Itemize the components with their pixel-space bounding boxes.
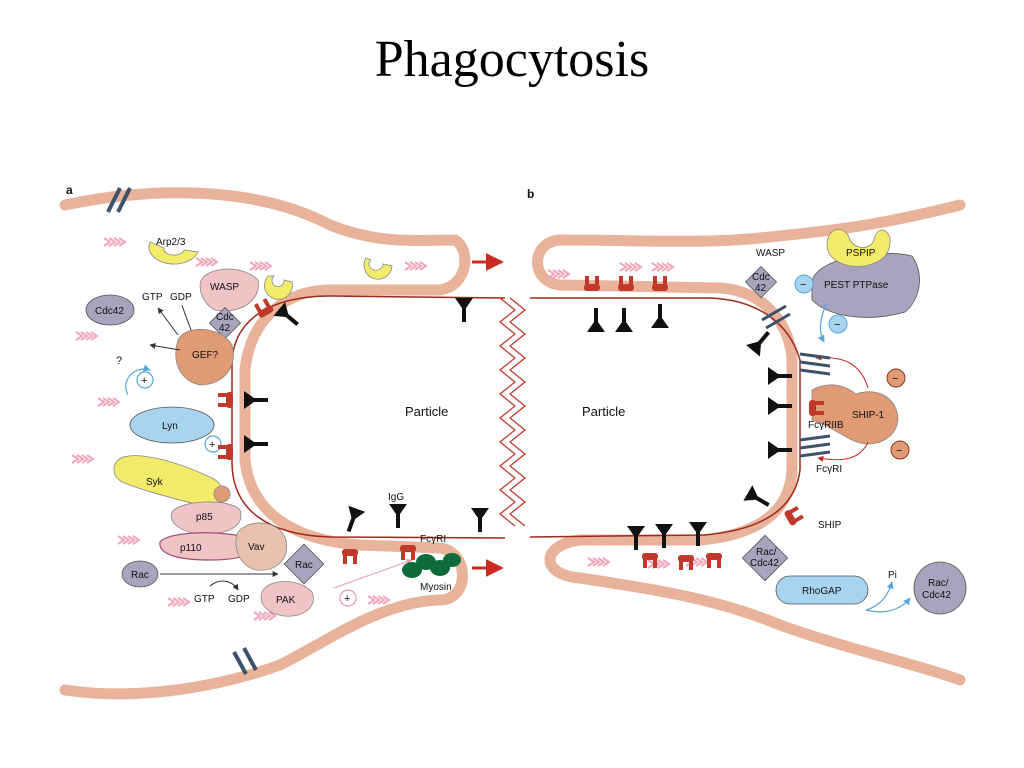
arrow-pi xyxy=(865,581,894,611)
minus-label-1: − xyxy=(800,279,806,291)
arrow-lyn-gef xyxy=(125,364,151,396)
pspip-label: PSPIP xyxy=(846,248,876,259)
cdc42-diamond-b-label2: 42 xyxy=(755,283,767,294)
arrow-gdp xyxy=(181,304,193,334)
rac-cdc42-diamond-label2: Cdc42 xyxy=(750,558,779,569)
gtp-bottom-label: GTP xyxy=(194,594,215,605)
gtp-top-label: GTP xyxy=(142,292,163,303)
rac-cdc42-oval-label1: Rac/ xyxy=(928,578,949,589)
rac-oval-left-label: Rac xyxy=(131,570,149,581)
particle-boundary-zigzag xyxy=(508,297,527,527)
cdc42-diamond-a xyxy=(208,306,242,340)
wasp-shape xyxy=(199,268,259,312)
membrane-panel-b xyxy=(529,199,966,686)
cell-junction-bottom xyxy=(232,647,258,675)
membrane-panel-a xyxy=(59,187,506,700)
gdp-top-label: GDP xyxy=(170,292,192,303)
ship1-shape xyxy=(811,384,899,445)
rac-diamond-label: Rac xyxy=(295,560,313,571)
gdp-bottom-label: GDP xyxy=(228,594,250,605)
fcgri-label-b: FcγRI xyxy=(816,464,842,475)
rhogap-shape xyxy=(775,575,869,605)
myosin-label: Myosin xyxy=(420,582,452,593)
myosin-shape xyxy=(402,553,461,578)
minus-circle-1 xyxy=(794,274,814,294)
gef-shape xyxy=(175,328,234,386)
minus-label-2: − xyxy=(834,319,840,331)
panel-label-b: b xyxy=(527,187,534,201)
plus-label-3: + xyxy=(344,593,350,605)
fcgri-bars-b xyxy=(761,304,831,458)
minus-circle-2 xyxy=(828,314,848,334)
pspip-shape xyxy=(826,228,891,267)
wasp-label-b: WASP xyxy=(756,248,785,259)
particle-label-b: Particle xyxy=(582,404,625,419)
particle-label-a: Particle xyxy=(405,404,448,419)
minus-circle-3 xyxy=(886,368,906,388)
pak-shape xyxy=(260,581,314,617)
wasp-label: WASP xyxy=(210,282,239,293)
rac-oval-left xyxy=(121,560,159,588)
cdc42-diamond-a-label1: Cdc xyxy=(216,312,234,323)
arrow-gtp-gdp-bottom xyxy=(209,580,239,591)
fcgri-label-a: FcγRI xyxy=(420,534,446,545)
page-title: Phagocytosis xyxy=(374,31,650,88)
lyn-oval xyxy=(129,406,215,444)
panel-label-a: a xyxy=(66,183,73,197)
igg-label: IgG xyxy=(388,492,404,503)
yellow-crescent-1 xyxy=(264,275,293,300)
pi-label: Pi xyxy=(888,570,897,581)
cdc42-oval xyxy=(85,294,135,326)
arp23-shape xyxy=(148,241,199,265)
rac-cdc42-oval-label2: Cdc42 xyxy=(922,590,951,601)
rac-diamond xyxy=(283,543,325,585)
plus-circle-2 xyxy=(204,435,222,453)
cdc42-diamond-a-label2: 42 xyxy=(219,323,231,334)
p85-label: p85 xyxy=(196,512,213,523)
arp23-label: Arp2/3 xyxy=(156,237,186,248)
lyn-label: Lyn xyxy=(162,421,178,432)
syk-label: Syk xyxy=(146,477,164,488)
rhogap-label: RhoGAP xyxy=(802,586,842,597)
fcgriib-label: FcγRIIB xyxy=(808,420,844,431)
syk-dot xyxy=(213,485,231,503)
pest-label: PEST PTPase xyxy=(824,280,889,291)
ship1-label: SHIP-1 xyxy=(852,410,885,421)
cdc42-diamond-b-label1: Cdc xyxy=(752,272,770,283)
syk-shape xyxy=(113,455,225,509)
question-mark: ? xyxy=(116,355,122,367)
cdc42-oval-label: Cdc42 xyxy=(95,306,124,317)
ship-label: SHIP xyxy=(818,520,842,531)
plus-label-2: + xyxy=(209,439,215,451)
minus-circle-4 xyxy=(890,440,910,460)
arrow-gef-cdc42 xyxy=(149,342,181,351)
cell-junction-top xyxy=(106,187,132,213)
plus-label-1: + xyxy=(141,375,147,387)
pak-label: PAK xyxy=(276,595,296,606)
vav-shape xyxy=(235,522,288,571)
arrow-pak-myosin xyxy=(333,559,413,589)
vav-label: Vav xyxy=(248,542,265,553)
p110-label: p110 xyxy=(180,543,202,554)
arrow-pest xyxy=(817,303,827,343)
cdc42-diamond-b xyxy=(744,265,778,299)
plus-circle-1 xyxy=(136,371,154,389)
rac-cdc42-diamond-label1: Rac/ xyxy=(756,547,777,558)
gef-label: GEF? xyxy=(192,350,219,361)
plus-circle-3 xyxy=(339,589,357,607)
arrow-gtp xyxy=(157,307,179,336)
rac-cdc42-oval xyxy=(913,561,967,615)
rac-cdc42-diamond xyxy=(741,534,789,582)
arrow-ship1-down xyxy=(817,441,869,462)
minus-label-3: − xyxy=(892,373,898,385)
minus-label-4: − xyxy=(896,445,902,457)
p85-shape xyxy=(170,501,242,535)
arrow-rac-cdc42-gray xyxy=(865,597,911,613)
yellow-crescent-2 xyxy=(363,257,393,280)
